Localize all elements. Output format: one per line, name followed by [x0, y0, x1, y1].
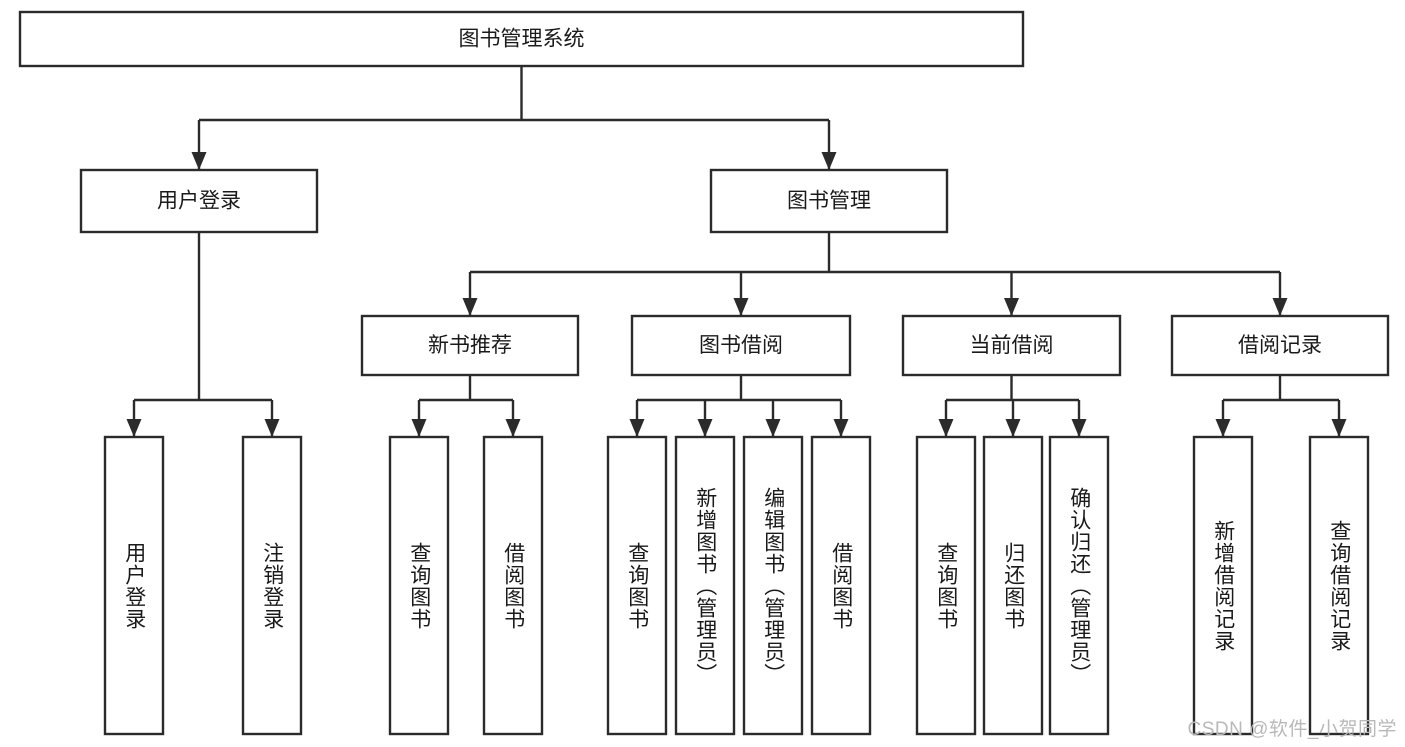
arrow-head	[733, 298, 749, 316]
node-box	[241, 435, 303, 736]
node-box	[810, 435, 872, 736]
node-box	[606, 435, 668, 736]
node-leaf-add-borrow-record[interactable]	[1192, 435, 1254, 736]
arrow-head	[765, 419, 781, 437]
node-box	[79, 168, 319, 234]
node-leaf-borrow-book[interactable]	[810, 435, 872, 736]
node-box	[742, 435, 804, 736]
arrow-head	[126, 419, 142, 437]
node-box	[901, 314, 1122, 377]
node-box	[103, 435, 165, 736]
arrow-head	[821, 152, 837, 170]
arrow-head	[462, 298, 478, 316]
arrow-head	[1005, 419, 1021, 437]
node-label: 当前借阅	[970, 334, 1054, 357]
arrow-head	[191, 152, 207, 170]
arrow-head	[1215, 419, 1231, 437]
node-label: 图书管理系统	[459, 28, 585, 51]
node-box	[482, 435, 544, 736]
node-leaf-user-login[interactable]	[103, 435, 165, 736]
arrow-head	[1331, 419, 1347, 437]
arrow-head	[1004, 298, 1019, 316]
node-label: 借阅记录	[1238, 334, 1322, 357]
node-book-manage[interactable]: 图书管理	[709, 168, 949, 234]
node-leaf-query-borrow-record[interactable]	[1308, 435, 1370, 736]
node-leaf-query-book-recommend[interactable]	[388, 435, 450, 736]
node-box	[915, 435, 977, 736]
node-leaf-borrow-book-recommend[interactable]	[482, 435, 544, 736]
node-leaf-query-book-borrow[interactable]	[606, 435, 668, 736]
node-leaf-return-book[interactable]	[982, 435, 1044, 736]
node-box	[1170, 314, 1390, 377]
node-user-login[interactable]: 用户登录	[79, 168, 319, 234]
arrow-head	[411, 419, 427, 437]
node-leaf-confirm-return[interactable]	[1048, 435, 1110, 736]
csdn-watermark: CSDN @软件_小贺同学	[1187, 719, 1397, 740]
arrow-head	[1272, 298, 1288, 316]
node-current-borrow[interactable]: 当前借阅	[901, 314, 1122, 377]
node-box	[1192, 435, 1254, 736]
node-box	[630, 314, 852, 377]
node-box	[388, 435, 450, 736]
arrow-head	[264, 419, 280, 437]
node-label: 图书管理	[787, 190, 871, 213]
node-label: 用户登录	[157, 190, 241, 213]
arrow-head	[697, 419, 713, 437]
arrow-head	[505, 419, 521, 437]
node-box	[1308, 435, 1370, 736]
node-leaf-query-book-current[interactable]	[915, 435, 977, 736]
arrow-head	[629, 419, 645, 437]
node-box	[360, 314, 580, 377]
arrow-head	[833, 419, 849, 437]
node-root[interactable]: 图书管理系统	[18, 10, 1025, 68]
node-book-borrow[interactable]: 图书借阅	[630, 314, 852, 377]
node-new-book-recommend[interactable]: 新书推荐	[360, 314, 580, 377]
node-leaf-logout[interactable]	[241, 435, 303, 736]
arrow-head	[938, 419, 954, 437]
edges-layer	[126, 66, 1347, 437]
node-box	[709, 168, 949, 234]
node-borrow-record[interactable]: 借阅记录	[1170, 314, 1390, 377]
node-box	[674, 435, 736, 736]
node-box	[982, 435, 1044, 736]
arrow-head	[1071, 419, 1087, 437]
node-label: 图书借阅	[699, 334, 783, 357]
node-box	[18, 10, 1025, 68]
node-leaf-edit-book[interactable]	[742, 435, 804, 736]
node-label: 新书推荐	[428, 334, 512, 357]
node-box	[1048, 435, 1110, 736]
node-leaf-add-book[interactable]	[674, 435, 736, 736]
